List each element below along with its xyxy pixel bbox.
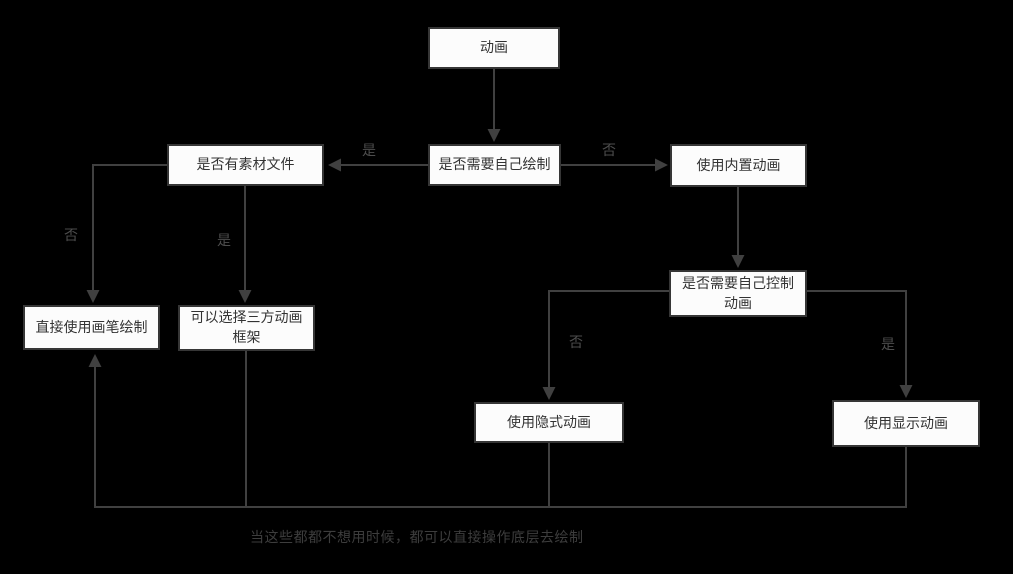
- connector-bottom-loop-to-brush: [88, 354, 907, 508]
- connector-control-yes-to-explicit: [807, 290, 913, 398]
- node-animation: 动画: [428, 27, 560, 69]
- edge-label-material-no: 否: [64, 227, 78, 243]
- edge-label-material-yes: 是: [217, 232, 231, 248]
- connector-control-no-to-implicit: [542, 290, 669, 400]
- node-has-material: 是否有素材文件: [167, 144, 324, 186]
- node-draw-with-brush: 直接使用画笔绘制: [23, 305, 160, 350]
- edge-label-control-no: 否: [569, 334, 583, 350]
- edge-label-draw-yes: 是: [362, 142, 376, 158]
- node-implicit-animation: 使用隐式动画: [474, 402, 624, 443]
- node-third-party-framework: 可以选择三方动画 框架: [178, 305, 315, 351]
- edge-label-draw-no: 否: [602, 142, 616, 158]
- node-need-self-draw: 是否需要自己绘制: [428, 144, 561, 186]
- node-need-self-control: 是否需要自己控制 动画: [669, 270, 807, 317]
- caption-note: 当这些都都不想用时候，都可以直接操作底层去绘制: [250, 529, 584, 545]
- node-builtin-animation: 使用内置动画: [670, 144, 807, 187]
- node-explicit-animation: 使用显示动画: [832, 400, 980, 447]
- edge-label-control-yes: 是: [881, 336, 895, 352]
- connector-material-no-to-brush: [86, 164, 167, 303]
